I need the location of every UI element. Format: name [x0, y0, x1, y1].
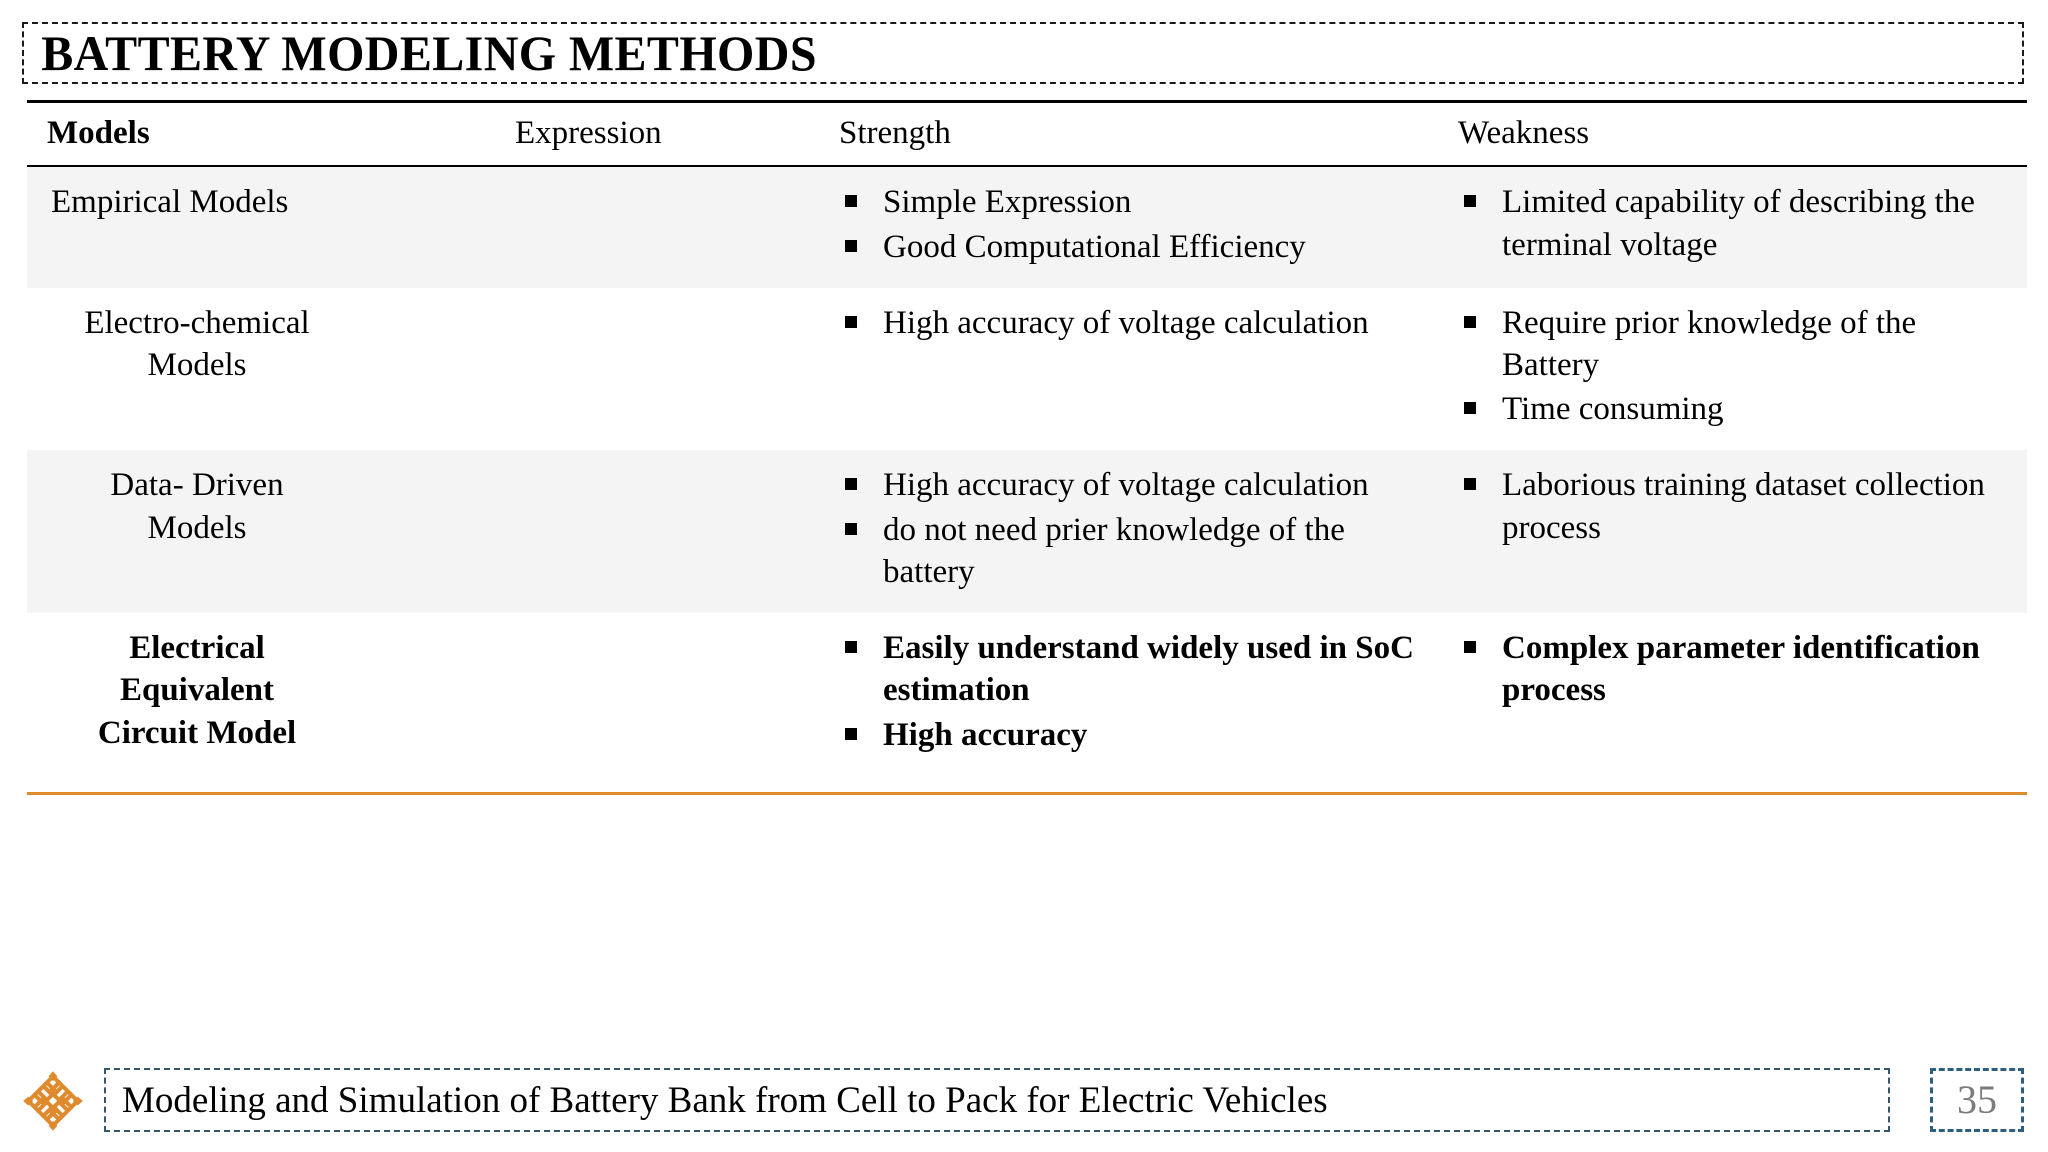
list-item: High accuracy of voltage calculation: [841, 302, 1430, 344]
cell-expression: [507, 450, 829, 614]
slide-title-box: BATTERY MODELING METHODS: [22, 22, 2024, 84]
table-header: Models Expression Strength Weakness: [27, 101, 2027, 167]
cell-strength: Simple Expression Good Computational Eff…: [829, 166, 1436, 288]
column-header-weakness: Weakness: [1458, 115, 1590, 151]
list-item: do not need prier knowledge of the batte…: [841, 509, 1430, 593]
bullet-text: Complex parameter identification process: [1502, 630, 1980, 709]
square-bullet-icon: [845, 641, 857, 654]
cell-expression: [507, 166, 829, 288]
list-item: Laborious training dataset collection pr…: [1460, 464, 2021, 548]
bullet-text: Good Computational Efficiency: [883, 228, 1306, 265]
list-item: Complex parameter identification process: [1460, 627, 2021, 711]
endless-knot-logo: [23, 1071, 83, 1131]
list-item: Good Computational Efficiency: [841, 226, 1430, 268]
battery-modeling-table: Models Expression Strength Weakness Empi…: [27, 100, 2027, 795]
cell-model-name: Electro-chemical Models: [27, 287, 507, 451]
list-item: Require prior knowledge of the Battery: [1460, 302, 2021, 386]
table-row: Electro-chemical Models High accuracy of…: [27, 287, 2027, 451]
list-item: Limited capability of describing the ter…: [1460, 181, 2021, 265]
bullet-text: Time consuming: [1502, 391, 1724, 428]
weakness-bullet-list: Complex parameter identification process: [1442, 627, 2021, 711]
square-bullet-icon: [845, 478, 857, 491]
square-bullet-icon: [1464, 195, 1476, 208]
model-label: Electro-chemical Models: [84, 304, 310, 383]
footer-title-box: Modeling and Simulation of Battery Bank …: [104, 1068, 1890, 1132]
table-header-row: Models Expression Strength Weakness: [27, 101, 2027, 167]
strength-bullet-list: Easily understand widely used in SoC est…: [835, 627, 1430, 756]
cell-model-name: Electrical Equivalent Circuit Model: [27, 613, 507, 795]
model-label: Empirical Models: [51, 184, 289, 221]
page-number: 35: [1957, 1077, 1997, 1122]
cell-weakness: Complex parameter identification process: [1436, 613, 2027, 795]
column-header-expression: Expression: [515, 115, 662, 151]
cell-strength: High accuracy of voltage calculation do …: [829, 450, 1436, 614]
square-bullet-icon: [845, 195, 857, 208]
strength-bullet-list: High accuracy of voltage calculation: [835, 302, 1430, 344]
square-bullet-icon: [1464, 315, 1476, 328]
list-item: Time consuming: [1460, 388, 2021, 430]
bullet-text: High accuracy: [883, 716, 1088, 753]
cell-weakness: Require prior knowledge of the Battery T…: [1436, 287, 2027, 451]
cell-weakness: Laborious training dataset collection pr…: [1436, 450, 2027, 614]
page-title: BATTERY MODELING METHODS: [41, 25, 817, 81]
cell-weakness: Limited capability of describing the ter…: [1436, 166, 2027, 288]
table-row: Empirical Models Simple Expression Good …: [27, 166, 2027, 288]
page-number-box: 35: [1930, 1068, 2024, 1132]
slide-footer: Modeling and Simulation of Battery Bank …: [0, 1062, 2048, 1152]
list-item: High accuracy: [841, 714, 1430, 756]
square-bullet-icon: [845, 315, 857, 328]
cell-expression: [507, 613, 829, 795]
weakness-bullet-list: Require prior knowledge of the Battery T…: [1442, 302, 2021, 431]
bullet-text: High accuracy of voltage calculation: [883, 467, 1369, 504]
list-item: Easily understand widely used in SoC est…: [841, 627, 1430, 711]
weakness-bullet-list: Limited capability of describing the ter…: [1442, 181, 2021, 265]
bullet-text: Limited capability of describing the ter…: [1502, 184, 1975, 263]
model-label: Data- Driven Models: [110, 467, 284, 546]
square-bullet-icon: [845, 239, 857, 252]
cell-model-name: Empirical Models: [27, 166, 507, 288]
footer-title: Modeling and Simulation of Battery Bank …: [122, 1079, 1328, 1121]
table-body: Empirical Models Simple Expression Good …: [27, 166, 2027, 795]
bullet-text: Laborious training dataset collection pr…: [1502, 467, 1985, 546]
list-item: High accuracy of voltage calculation: [841, 464, 1430, 506]
cell-model-name: Data- Driven Models: [27, 450, 507, 614]
cell-strength: Easily understand widely used in SoC est…: [829, 613, 1436, 795]
strength-bullet-list: Simple Expression Good Computational Eff…: [835, 181, 1430, 267]
square-bullet-icon: [1464, 641, 1476, 654]
strength-bullet-list: High accuracy of voltage calculation do …: [835, 464, 1430, 593]
list-item: Simple Expression: [841, 181, 1430, 223]
cell-strength: High accuracy of voltage calculation: [829, 287, 1436, 451]
square-bullet-icon: [1464, 402, 1476, 415]
square-bullet-icon: [1464, 478, 1476, 491]
bullet-text: do not need prier knowledge of the batte…: [883, 511, 1345, 590]
model-label: Electrical Equivalent Circuit Model: [97, 630, 297, 751]
table-row: Electrical Equivalent Circuit Model Easi…: [27, 613, 2027, 795]
bullet-text: High accuracy of voltage calculation: [883, 304, 1369, 341]
bullet-text: Require prior knowledge of the Battery: [1502, 304, 1917, 383]
bullet-text: Easily understand widely used in SoC est…: [883, 630, 1414, 709]
column-header-strength: Strength: [839, 115, 951, 151]
cell-expression: [507, 287, 829, 451]
table-row: Data- Driven Models High accuracy of vol…: [27, 450, 2027, 614]
column-header-models: Models: [47, 115, 150, 151]
bullet-text: Simple Expression: [883, 184, 1132, 221]
battery-modeling-table-wrapper: Models Expression Strength Weakness Empi…: [27, 100, 2027, 795]
square-bullet-icon: [845, 522, 857, 535]
weakness-bullet-list: Laborious training dataset collection pr…: [1442, 464, 2021, 548]
square-bullet-icon: [845, 727, 857, 740]
